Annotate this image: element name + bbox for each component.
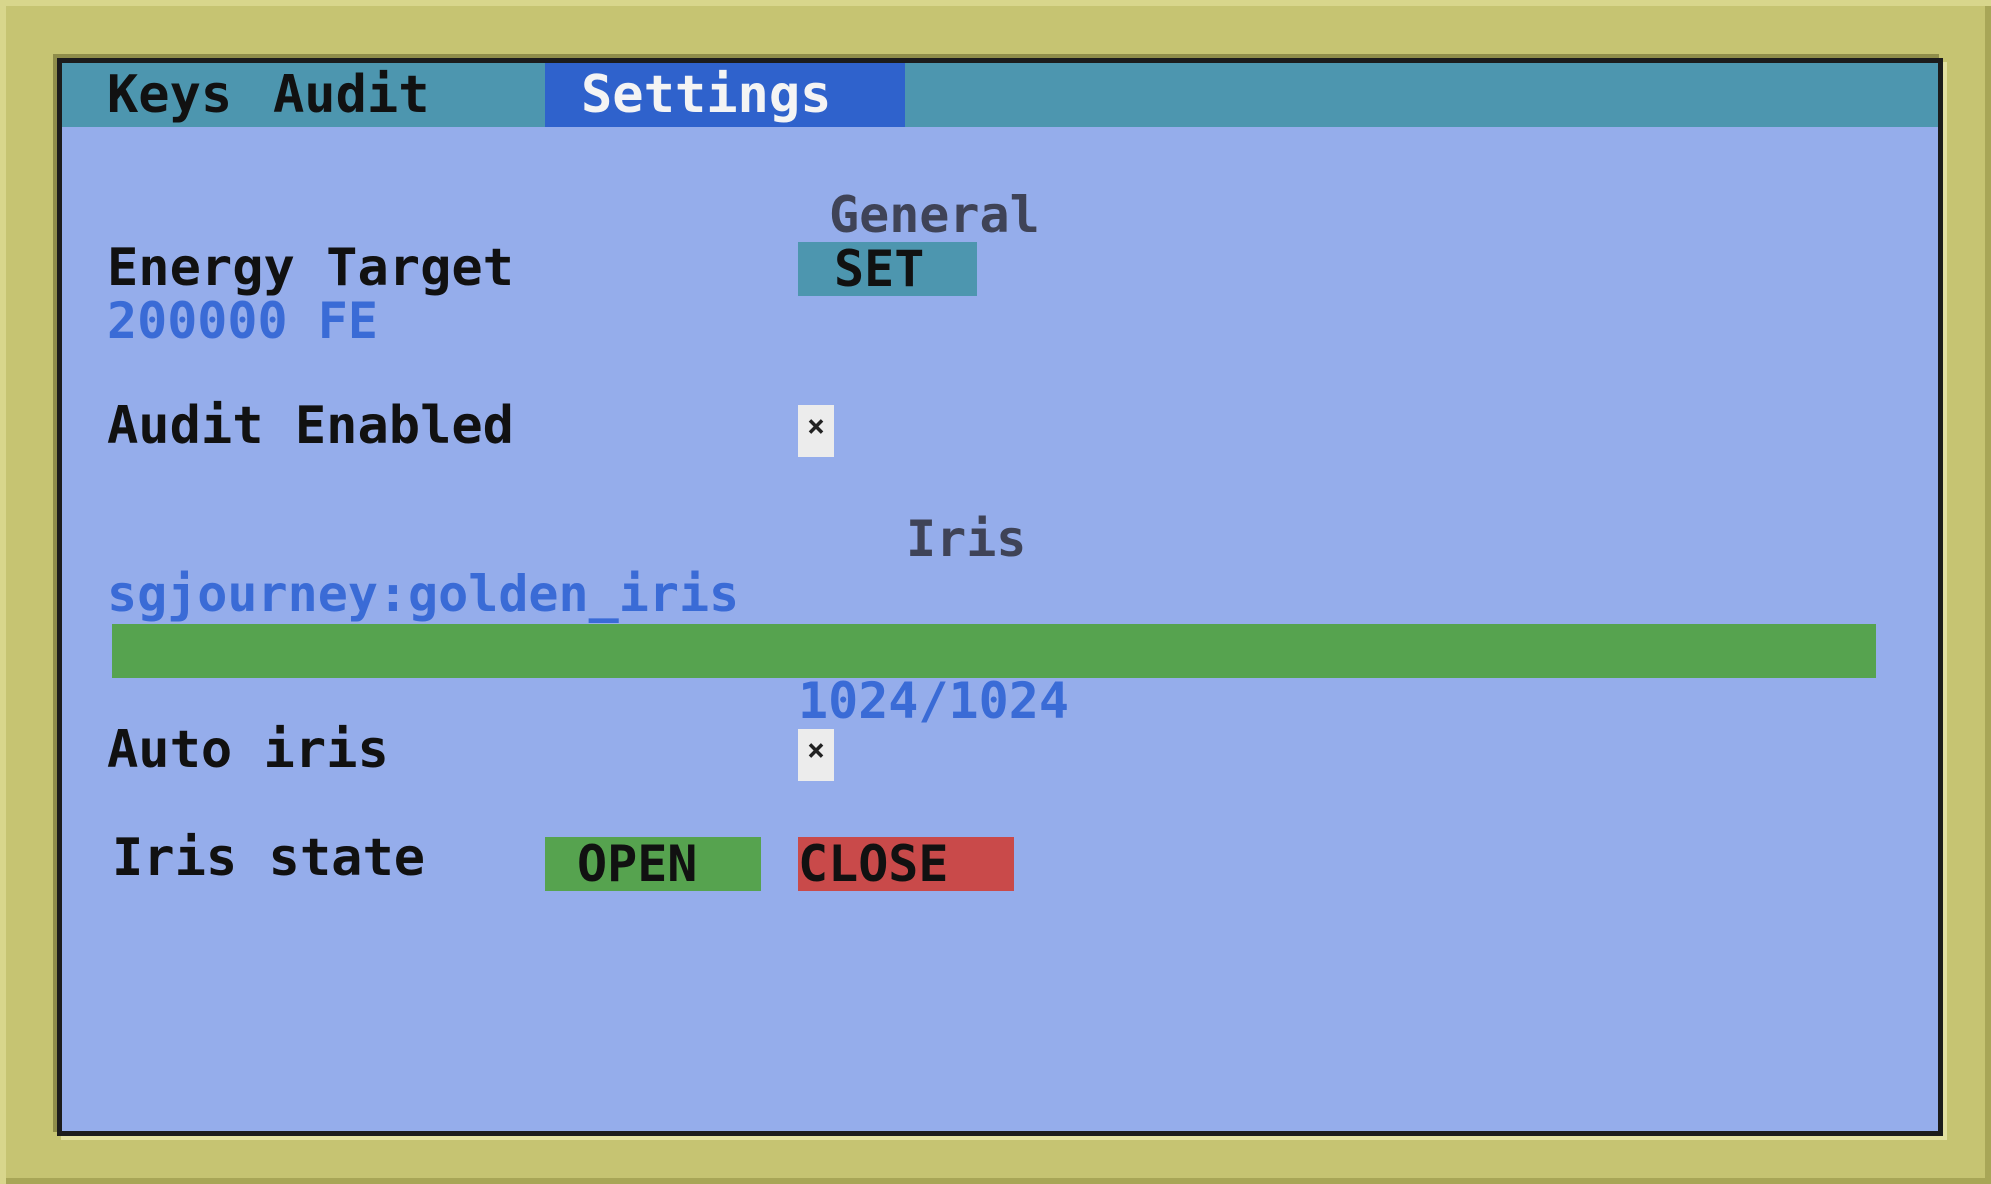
iris-durability-fill <box>112 624 1876 678</box>
audit-enabled-checkbox[interactable]: × <box>798 405 834 457</box>
audit-enabled-label: Audit Enabled <box>107 396 514 456</box>
tab-audit[interactable]: Audit <box>273 65 430 125</box>
tab-settings[interactable]: Settings <box>545 63 905 127</box>
iris-state-label: Iris state <box>112 828 426 888</box>
iris-id: sgjourney:golden_iris <box>107 565 740 623</box>
iris-open-button[interactable]: OPEN <box>545 837 761 891</box>
section-title-iris: Iris <box>906 510 1027 568</box>
tab-keys[interactable]: Keys <box>107 65 233 125</box>
auto-iris-label: Auto iris <box>107 720 389 780</box>
energy-target-value: 200000 FE <box>107 292 378 350</box>
iris-durability-text: 1024/1024 <box>798 672 1069 730</box>
computer-screen: Keys Audit Settings General Energy Targe… <box>57 58 1943 1136</box>
energy-target-label: Energy Target <box>107 238 514 298</box>
section-title-general: General <box>829 186 1040 244</box>
auto-iris-checkbox[interactable]: × <box>798 729 834 781</box>
iris-close-button[interactable]: CLOSE <box>798 837 1014 891</box>
set-energy-button[interactable]: SET <box>798 242 977 296</box>
tab-bar: Keys Audit Settings <box>62 63 1938 127</box>
iris-durability-bar <box>112 624 1876 678</box>
